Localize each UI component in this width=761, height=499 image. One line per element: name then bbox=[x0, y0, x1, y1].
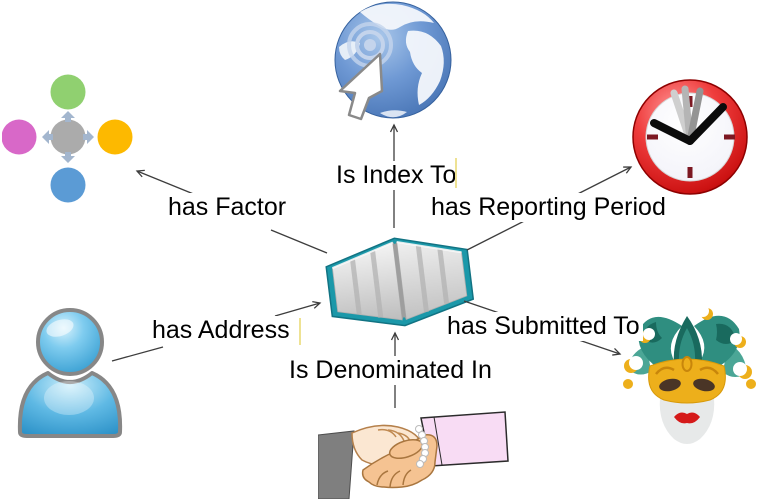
clock-hands bbox=[650, 85, 727, 145]
relation-label-is-denominated-in: Is Denominated In bbox=[286, 356, 495, 385]
left-eye-hole bbox=[659, 378, 681, 392]
handshake-icon bbox=[318, 411, 509, 499]
lips bbox=[674, 412, 700, 424]
relation-label-has-address: has Address bbox=[149, 316, 293, 345]
eye-mask bbox=[648, 358, 726, 404]
has-factor-arrowhead bbox=[135, 169, 197, 196]
radial-cycle-diagram-icon bbox=[2, 74, 133, 203]
has-address-arrow bbox=[111, 346, 164, 362]
globe-with-cursor-icon bbox=[334, 1, 452, 121]
blue-person-icon bbox=[17, 308, 123, 438]
relation-label-has-factor: has Factor bbox=[165, 193, 290, 222]
clock-ticks bbox=[647, 96, 735, 178]
jester-mask-icon bbox=[623, 305, 756, 444]
pearl-bracelet bbox=[415, 425, 429, 468]
has-factor-arrow bbox=[270, 229, 328, 254]
relation-label-has-reporting-period: has Reporting Period bbox=[428, 193, 669, 222]
relation-label-is-index-to: Is Index To bbox=[333, 161, 460, 190]
cursor-arrow-icon bbox=[338, 52, 384, 121]
has-address-arrowhead bbox=[274, 300, 322, 317]
relation-label-has-submitted-to: has Submitted To bbox=[444, 312, 643, 341]
red-clock-icon bbox=[632, 79, 748, 195]
open-book-icon bbox=[325, 237, 475, 327]
right-eye-hole bbox=[693, 378, 715, 392]
text-caret-artifact bbox=[455, 158, 457, 188]
jester-bells bbox=[623, 305, 756, 389]
text-caret-artifact bbox=[299, 318, 301, 345]
